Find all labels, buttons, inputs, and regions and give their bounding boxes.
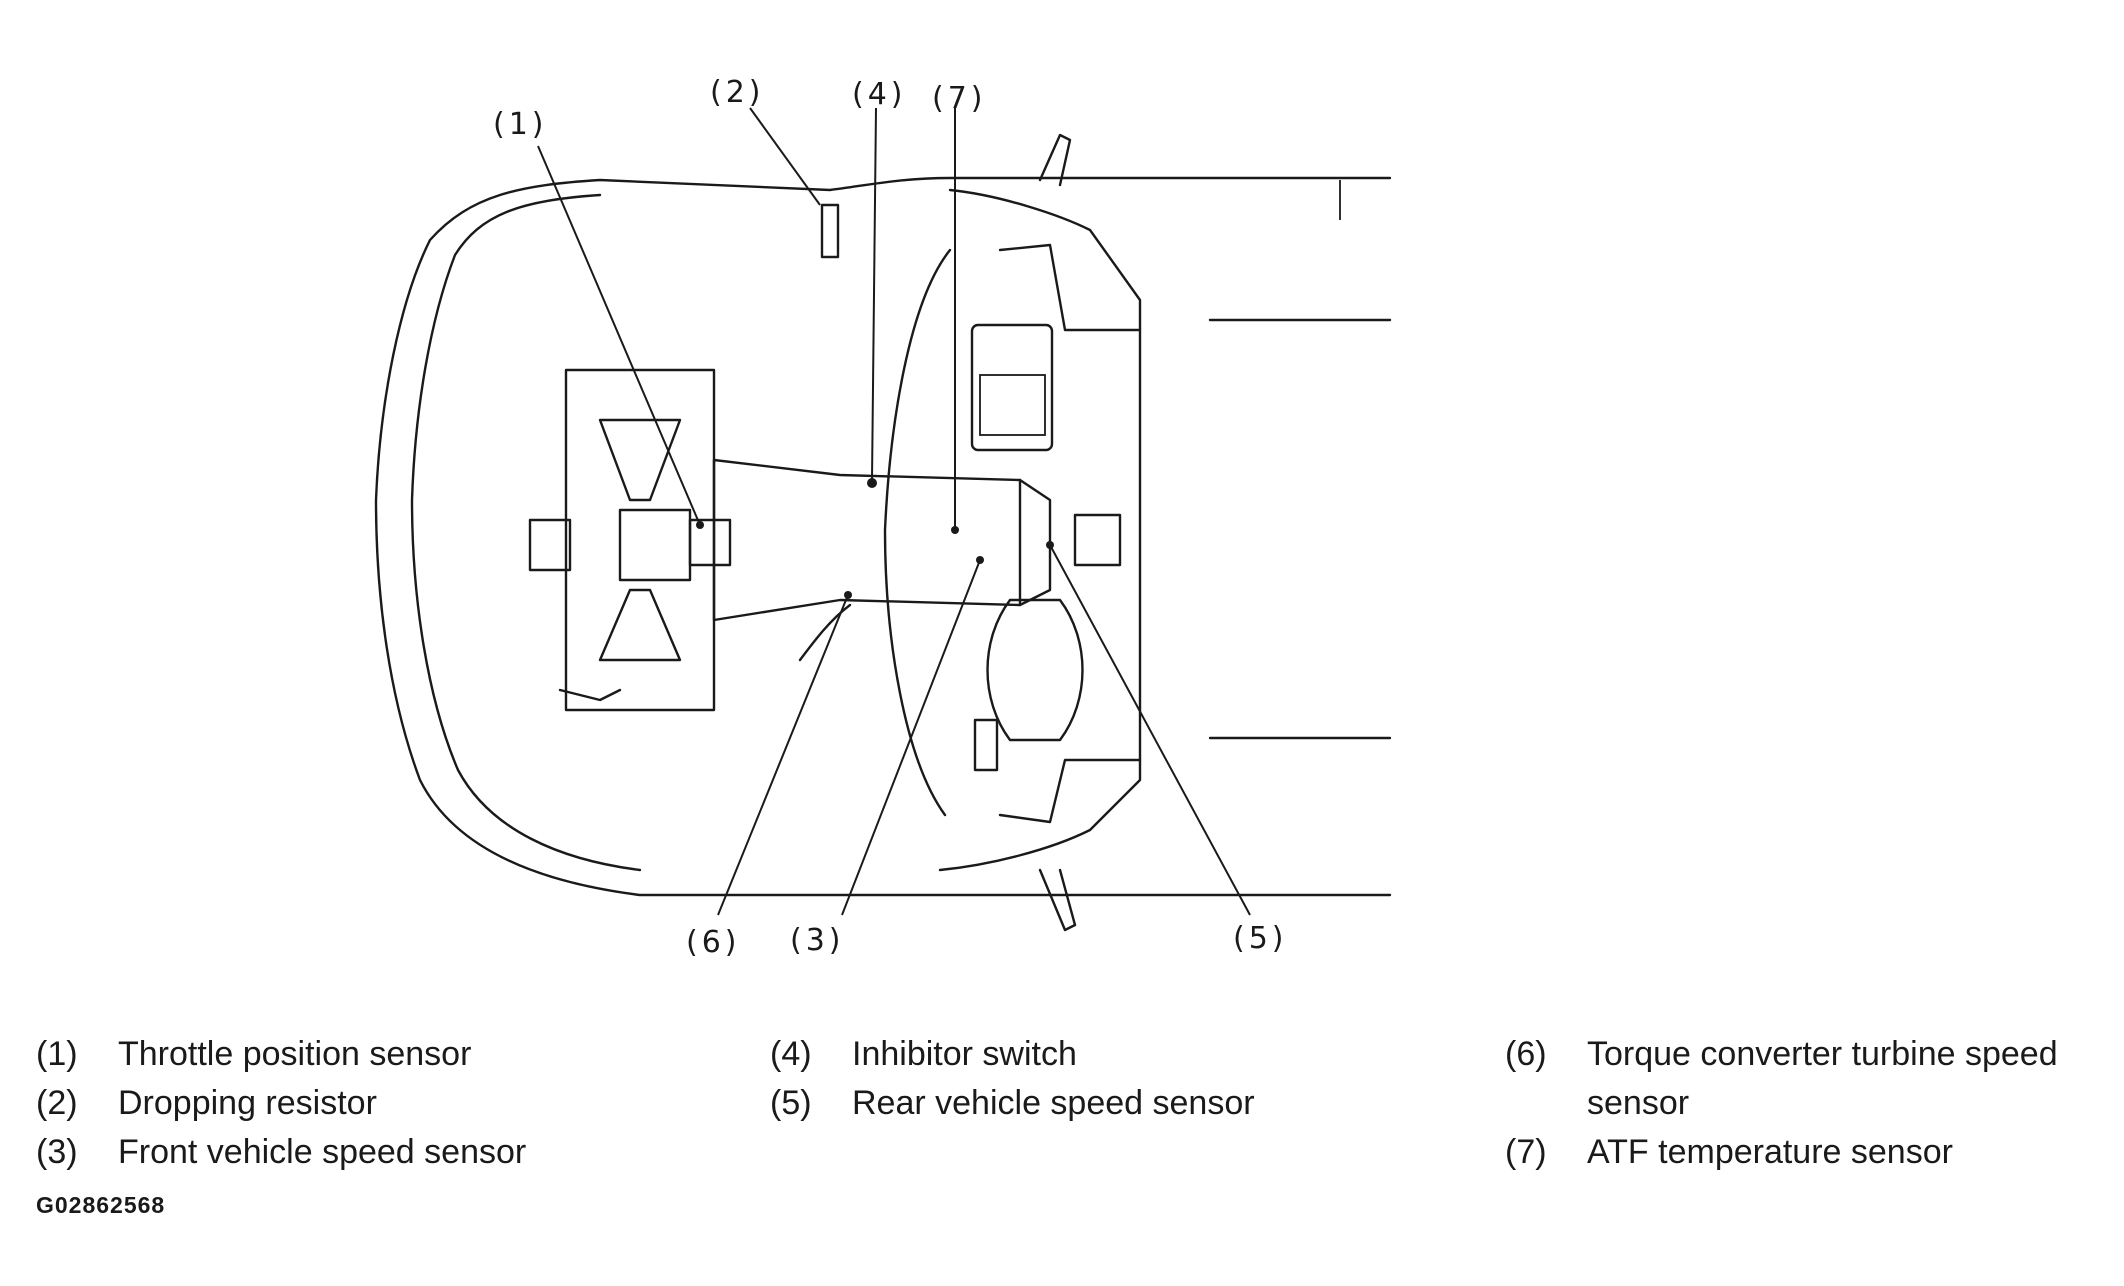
figure-id: G02862568	[36, 1192, 166, 1218]
vehicle-sensor-location-diagram: (1) (2) (4) (7) (6) (3) (5)	[374, 75, 1392, 960]
legend-item: (6) Torque converter turbine speed senso…	[1505, 1030, 2115, 1128]
callout-4: (4)	[852, 77, 907, 112]
legend-number: (4)	[770, 1035, 812, 1073]
leader-lines	[537, 107, 1251, 916]
legend-text: Inhibitor switch	[852, 1035, 1077, 1073]
callout-5: (5)	[1233, 921, 1288, 956]
legend-column-3: (6) Torque converter turbine speed senso…	[1505, 1030, 2115, 1177]
legend-text: Torque converter turbine speed sensor	[1587, 1035, 2058, 1122]
legend-number: (1)	[36, 1035, 78, 1073]
dropping-resistor-shape	[820, 203, 840, 259]
callout-7: (7)	[932, 81, 987, 116]
legend-number: (2)	[36, 1084, 78, 1122]
dash-panel	[970, 323, 1054, 452]
legend-item: (1) Throttle position sensor	[36, 1030, 716, 1079]
legend-text: Front vehicle speed sensor	[118, 1133, 527, 1171]
legend-column-1: (1) Throttle position sensor (2) Droppin…	[36, 1030, 716, 1177]
steering-column	[973, 598, 1084, 772]
legend-text: Rear vehicle speed sensor	[852, 1084, 1255, 1122]
legend-text: Throttle position sensor	[118, 1035, 472, 1073]
car-body-outline	[374, 133, 1392, 932]
legend-item: (2) Dropping resistor	[36, 1079, 716, 1128]
callout-1: (1)	[493, 107, 548, 142]
legend-item: (5) Rear vehicle speed sensor	[770, 1079, 1390, 1128]
transmission	[712, 458, 1122, 662]
legend-number: (3)	[36, 1133, 78, 1171]
legend-item: (7) ATF temperature sensor	[1505, 1128, 2115, 1177]
callout-2: (2)	[710, 75, 765, 110]
legend-column-2: (4) Inhibitor switch (5) Rear vehicle sp…	[770, 1030, 1390, 1128]
legend-item: (3) Front vehicle speed sensor	[36, 1128, 716, 1177]
legend-text: ATF temperature sensor	[1587, 1133, 1953, 1171]
engine	[528, 368, 732, 712]
callout-3: (3)	[790, 923, 845, 958]
callout-6: (6)	[686, 925, 741, 960]
legend-item: (4) Inhibitor switch	[770, 1030, 1390, 1079]
legend-number: (5)	[770, 1084, 812, 1122]
legend-number: (6)	[1505, 1035, 1547, 1073]
legend-text: Dropping resistor	[118, 1084, 377, 1122]
legend-number: (7)	[1505, 1133, 1547, 1171]
